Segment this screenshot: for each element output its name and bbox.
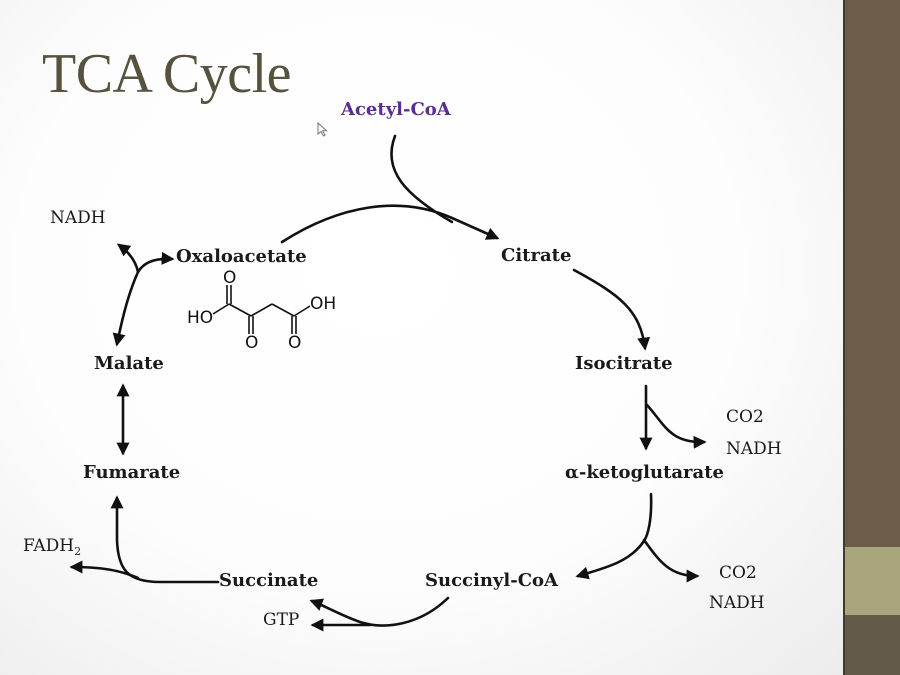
mol-label-o-bottom-2: O xyxy=(288,333,301,353)
label-fumarate: Fumarate xyxy=(83,462,181,483)
slide-canvas: TCA Cycle xyxy=(0,0,843,675)
label-citrate: Citrate xyxy=(501,245,572,266)
sidebar-band-bottom xyxy=(845,615,900,675)
label-isocitrate: Isocitrate xyxy=(575,353,673,374)
sidebar-edge xyxy=(843,0,845,675)
label-succinate: Succinate xyxy=(219,570,319,591)
slide-title: TCA Cycle xyxy=(42,43,292,105)
label-acetyl-coa: Acetyl-CoA xyxy=(341,99,451,120)
label-alpha-ketoglutarate: α-ketoglutarate xyxy=(565,462,724,483)
arrow-succinylcoa-to-succinate xyxy=(309,596,450,627)
fadh2-subscript: 2 xyxy=(74,545,82,558)
sidebar-band-accent xyxy=(845,547,900,615)
byproduct-malate-nadh: NADH xyxy=(50,208,106,228)
byproduct-akg-nadh: NADH xyxy=(709,593,765,613)
arrow-oxaloacetate-to-citrate xyxy=(280,204,500,244)
mol-label-o-top: O xyxy=(223,268,236,288)
mol-label-oh: OH xyxy=(310,294,336,314)
label-succinyl-coa: Succinyl-CoA xyxy=(425,570,558,591)
arrow-fadh2 xyxy=(69,560,140,580)
byproduct-isocitrate-co2: CO2 xyxy=(726,407,764,427)
fadh2-base: FADH xyxy=(23,536,75,556)
oxaloacetate-structure xyxy=(212,285,311,334)
arrow-malate-to-oxaloacetate xyxy=(112,251,175,347)
label-malate: Malate xyxy=(94,353,164,374)
mouse-cursor-icon xyxy=(317,122,328,137)
arrow-isocitrate-co2 xyxy=(645,403,707,449)
byproduct-isocitrate-nadh: NADH xyxy=(726,439,782,459)
slide-theme-sidebar xyxy=(843,0,900,675)
byproduct-fadh2: FADH2 xyxy=(23,536,82,558)
arrow-akg-co2 xyxy=(642,538,700,583)
byproduct-akg-co2: CO2 xyxy=(719,563,757,583)
mol-label-ho: HO xyxy=(187,308,213,328)
arrow-malate-nadh xyxy=(116,243,140,274)
arrow-citrate-to-isocitrate xyxy=(572,268,651,351)
arrow-akg-to-succinylcoa xyxy=(575,492,653,580)
label-oxaloacetate: Oxaloacetate xyxy=(176,246,307,267)
cycle-arrows: HO OH O O O xyxy=(69,134,707,632)
sidebar-band-top xyxy=(845,0,900,547)
mol-label-o-bottom-1: O xyxy=(245,333,258,353)
byproduct-gtp: GTP xyxy=(263,610,300,630)
arrow-succinate-to-fumarate xyxy=(110,495,220,584)
